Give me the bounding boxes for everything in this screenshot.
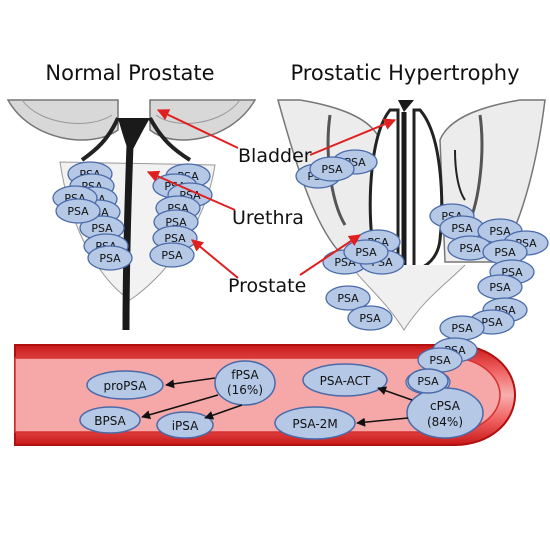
psa-cluster-normal: PSAPSAPSAPSAPSAPSAPSAPSAPSAPSAPSAPSAPSAP… (52, 161, 213, 271)
label-bladder: Bladder (238, 145, 312, 167)
psa-ellipse-label: PSA (337, 292, 359, 305)
psa-ellipse (55, 198, 101, 224)
psa-ellipse-label: PSA (429, 354, 451, 367)
cpsa-percent: (84%) (427, 415, 463, 429)
conversion-arrows (141, 377, 413, 427)
ipsa-label: iPSA (172, 419, 199, 433)
blood-psa-forms: proPSA BPSA iPSA fPSA (16%) PSA-ACT PSA-… (79, 360, 484, 440)
psa-ellipse-label: PSA (161, 249, 183, 262)
label-prostate: Prostate (228, 275, 306, 297)
psa-vessel-label: PSA (417, 375, 439, 388)
psa-ellipse-label: PSA (494, 246, 516, 259)
title-normal-prostate: Normal Prostate (45, 61, 214, 85)
psa-ellipse-label: PSA (451, 222, 473, 235)
psa-2m-label: PSA-2M (292, 417, 337, 431)
propsa-label: proPSA (104, 379, 148, 393)
title-prostatic-hypertrophy: Prostatic Hypertrophy (290, 61, 519, 85)
psa-ellipse (87, 245, 133, 271)
fpsa-percent: (16%) (227, 383, 263, 397)
fpsa-label: fPSA (231, 368, 259, 382)
psa-ellipse-label: PSA (67, 205, 89, 218)
bpsa-label: BPSA (94, 414, 126, 428)
psa-ellipse-label: PSA (359, 312, 381, 325)
psa-ellipse-label: PSA (489, 225, 511, 238)
psa-ellipse-label: PSA (321, 163, 343, 176)
psa-ellipse-label: PSA (481, 316, 503, 329)
psa-ellipse-label: PSA (99, 252, 121, 265)
cpsa-label: cPSA (430, 399, 461, 413)
psa-act-label: PSA-ACT (320, 374, 371, 388)
normal-prostate-anatomy (6, 99, 257, 331)
psa-ellipse (347, 305, 393, 331)
psa-ellipse-label: PSA (459, 242, 481, 255)
psa-ellipse-label: PSA (489, 281, 511, 294)
psa-ellipse (325, 285, 371, 311)
psa-ellipse-label: PSA (451, 322, 473, 335)
pointer-arrows (146, 109, 397, 279)
label-urethra: Urethra (232, 207, 304, 229)
psa-ellipse (149, 242, 195, 268)
psa-ellipse-label: PSA (91, 222, 113, 235)
psa-ellipse (343, 239, 389, 265)
psa-ellipse-label: PSA (164, 232, 186, 245)
psa-ellipse (309, 156, 355, 182)
psa-ellipse-label: PSA (355, 246, 377, 259)
